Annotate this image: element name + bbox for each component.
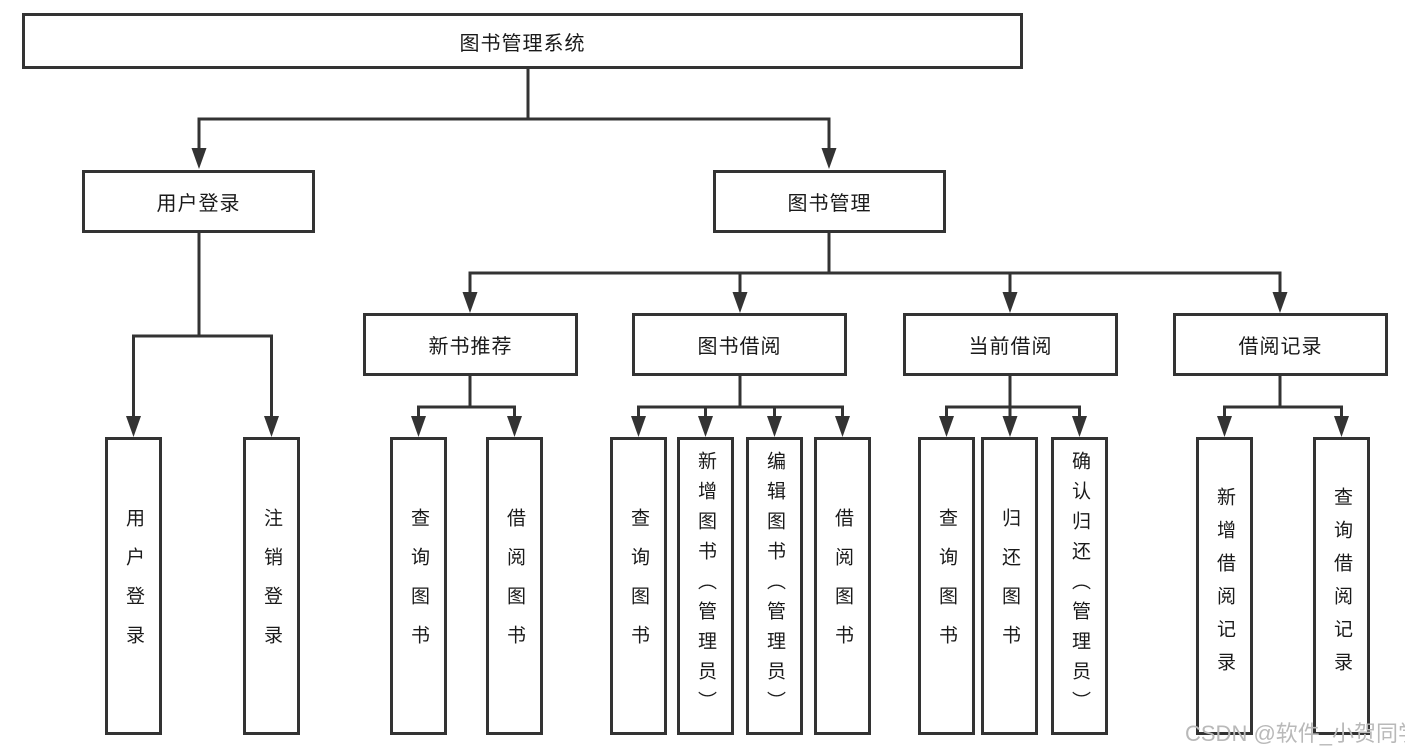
node-current-borrow: 当前借阅 bbox=[903, 313, 1118, 376]
node-book-management-label: 图书管理 bbox=[787, 193, 872, 215]
leaf-confirm-return-admin: 确认归还（管理员） bbox=[1051, 437, 1108, 735]
leaf-query-books-borrow: 查询图书 bbox=[610, 437, 667, 735]
csdn-watermark: CSDN @软件_小贺同学 bbox=[1185, 721, 1405, 746]
leaf-query-books-recommend: 查询图书 bbox=[390, 437, 447, 735]
leaf-edit-books-admin: 编辑图书（管理员） bbox=[746, 437, 803, 735]
node-book-borrow: 图书借阅 bbox=[632, 313, 847, 376]
leaf-add-borrow-record-label: 新增借阅记录 bbox=[1214, 487, 1235, 685]
node-borrow-records: 借阅记录 bbox=[1173, 313, 1388, 376]
leaf-query-books-current: 查询图书 bbox=[918, 437, 975, 735]
leaf-logout-label: 注销登录 bbox=[261, 508, 282, 664]
node-user-login: 用户登录 bbox=[82, 170, 315, 233]
node-book-management: 图书管理 bbox=[713, 170, 946, 233]
node-new-book-recommend-label: 新书推荐 bbox=[428, 336, 513, 358]
leaf-user-login-label: 用户登录 bbox=[123, 508, 144, 664]
leaf-borrow-books-label: 借阅图书 bbox=[832, 508, 853, 664]
leaf-borrow-books-recommend-label: 借阅图书 bbox=[504, 508, 525, 664]
leaf-logout: 注销登录 bbox=[243, 437, 300, 735]
node-root-system: 图书管理系统 bbox=[22, 13, 1023, 69]
leaf-return-books: 归还图书 bbox=[981, 437, 1038, 735]
leaf-query-borrow-record: 查询借阅记录 bbox=[1313, 437, 1370, 735]
node-root-label: 图书管理系统 bbox=[459, 32, 586, 55]
node-user-login-label: 用户登录 bbox=[156, 193, 241, 215]
node-borrow-records-label: 借阅记录 bbox=[1238, 336, 1323, 358]
leaf-add-borrow-record: 新增借阅记录 bbox=[1196, 437, 1253, 735]
leaf-return-books-label: 归还图书 bbox=[999, 508, 1020, 664]
leaf-add-books-admin-label: 新增图书（管理员） bbox=[695, 451, 716, 721]
node-current-borrow-label: 当前借阅 bbox=[968, 336, 1053, 358]
leaf-query-borrow-record-label: 查询借阅记录 bbox=[1331, 487, 1352, 685]
node-new-book-recommend: 新书推荐 bbox=[363, 313, 578, 376]
leaf-query-books-current-label: 查询图书 bbox=[936, 508, 957, 664]
leaf-borrow-books-recommend: 借阅图书 bbox=[486, 437, 543, 735]
leaf-borrow-books: 借阅图书 bbox=[814, 437, 871, 735]
leaf-query-books-borrow-label: 查询图书 bbox=[628, 508, 649, 664]
leaf-query-books-recommend-label: 查询图书 bbox=[408, 508, 429, 664]
node-book-borrow-label: 图书借阅 bbox=[697, 336, 782, 358]
leaf-confirm-return-admin-label: 确认归还（管理员） bbox=[1069, 451, 1090, 721]
leaf-edit-books-admin-label: 编辑图书（管理员） bbox=[764, 451, 785, 721]
leaf-user-login: 用户登录 bbox=[105, 437, 162, 735]
leaf-add-books-admin: 新增图书（管理员） bbox=[677, 437, 734, 735]
